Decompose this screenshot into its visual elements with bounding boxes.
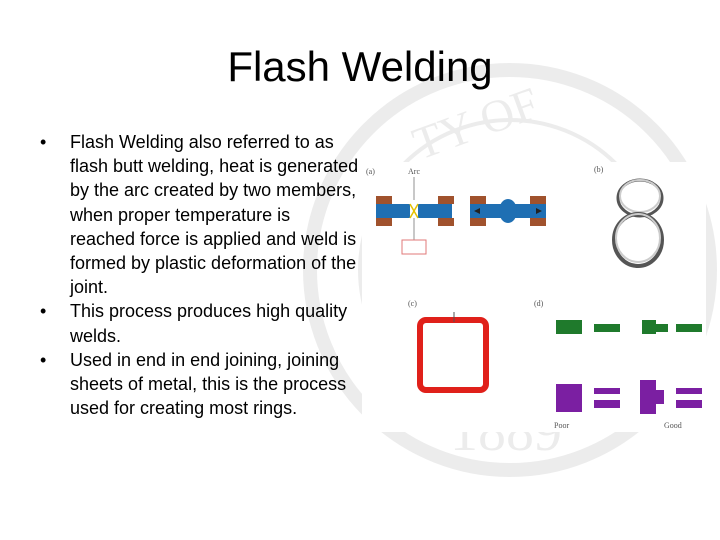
poor-label: Poor (554, 421, 569, 430)
welded-assembly (470, 196, 546, 226)
bullet-item: • Used in end in end joining, joining sh… (40, 348, 360, 421)
bullet-text: Flash Welding also referred to as flash … (70, 132, 359, 298)
bullet-text: This process produces high quality welds… (70, 301, 348, 346)
figure-svg: (a) Arc (366, 165, 702, 430)
bar-weld-drawing (556, 320, 702, 334)
poor-joint-drawing (556, 384, 620, 412)
panel-label-b: (b) (594, 165, 604, 174)
bullet-list: • Flash Welding also referred to as flas… (40, 130, 360, 420)
bullet-item: • This process produces high quality wel… (40, 299, 360, 347)
ring-frame-drawing (417, 317, 489, 393)
welded-rings-drawing (612, 178, 664, 268)
panel-label-c: (c) (408, 299, 417, 308)
flash-welding-figure: (a) Arc (362, 162, 706, 432)
panel-label-d: (d) (534, 299, 544, 308)
bullet-text: Used in end in end joining, joining shee… (70, 349, 347, 419)
university-seal-watermark: TY OF 1889 (303, 63, 717, 477)
bullet-marker: • (40, 349, 47, 370)
good-label: Good (664, 421, 682, 430)
bullet-marker: • (40, 301, 47, 322)
panel-label-a: (a) (366, 167, 375, 176)
pre-weld-assembly (376, 196, 454, 255)
bullet-marker: • (40, 132, 47, 152)
good-joint-drawing (640, 380, 702, 414)
bullet-item: • Flash Welding also referred to as flas… (40, 130, 360, 299)
arc-label: Arc (408, 167, 420, 176)
slide-title: Flash Welding (227, 43, 493, 90)
